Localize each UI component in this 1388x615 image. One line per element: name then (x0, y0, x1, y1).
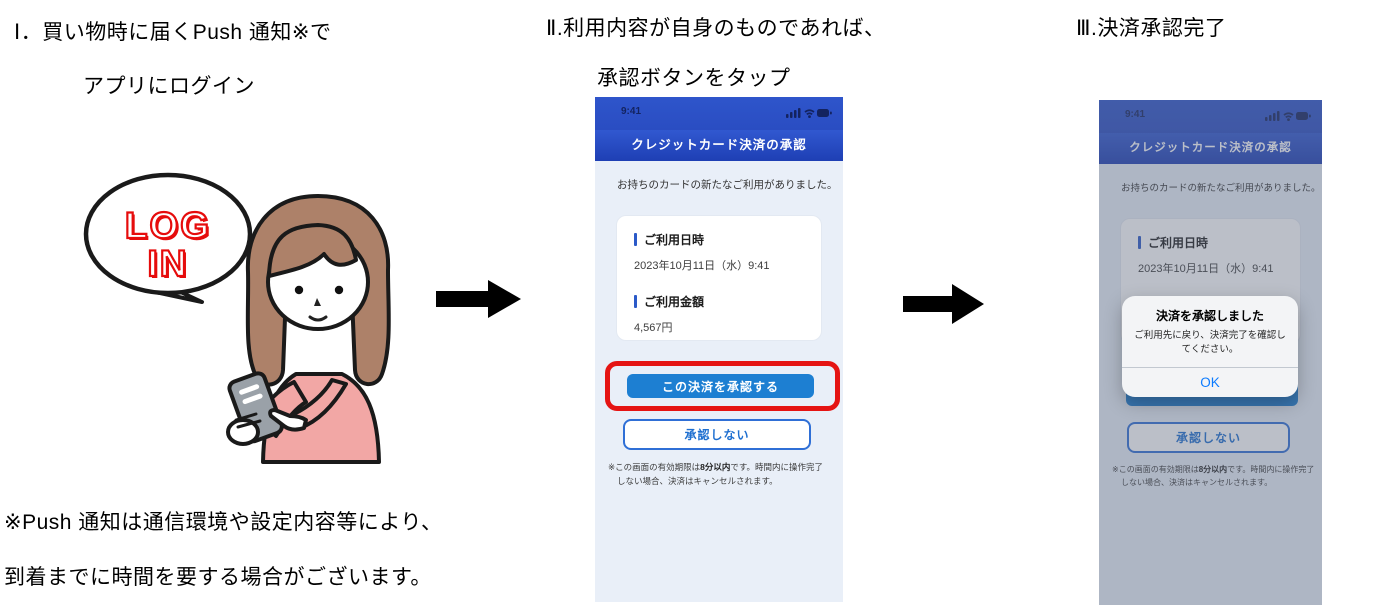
usage-date-label: ご利用日時 (1138, 234, 1283, 251)
phone-mockup-approval: 9:41 クレジットカード決済の承認 お持ちのカードの新たなご利用がありました。… (595, 97, 843, 602)
label-accent-bar (1138, 236, 1141, 249)
step2-heading-line2: 承認ボタンをタップ (597, 67, 791, 90)
usage-date-value: 2023年10月11日（水）9:41 (634, 260, 770, 272)
ok-button[interactable]: OK (1122, 366, 1298, 397)
usage-date-label: ご利用日時 (634, 231, 804, 248)
label-accent-bar (634, 233, 637, 246)
dialog-message: ご利用先に戻り、決済完了を確認してください。 (1134, 330, 1286, 356)
label-accent-bar (634, 295, 637, 308)
svg-text:IN: IN (148, 243, 189, 284)
intro-text: お持ちのカードの新たなご利用がありました。 (1121, 183, 1321, 194)
arrow-right-icon (903, 284, 984, 324)
status-bar: 9:41 (595, 97, 843, 130)
approve-button-highlight: この決済を承認する (605, 361, 840, 411)
decline-button[interactable]: 承認しない (623, 419, 811, 450)
app-header-title: クレジットカード決済の承認 (1099, 133, 1322, 164)
svg-text:IN: IN (150, 245, 191, 286)
app-header-title: クレジットカード決済の承認 (595, 130, 843, 161)
woman-figure (226, 194, 391, 464)
decline-button[interactable]: 承認しない (1127, 422, 1290, 453)
log-in-text: LOG LOG IN IN (124, 204, 213, 286)
phone-mockup-complete: 9:41 クレジットカード決済の承認 お持ちのカードの新たなご利用がありました。… (1099, 100, 1322, 605)
status-time: 9:41 (621, 106, 642, 117)
expiry-note: ※この画面の有効期限は8分以内です。時間内に操作完了 しない場合、決済はキャンセ… (608, 462, 824, 486)
arrow-right-icon (436, 280, 521, 318)
usage-amount-value: 4,567円 (634, 322, 673, 334)
usage-card: ご利用日時 2023年10月11日（水）9:41 ご利用金額 4,567円 (616, 215, 822, 341)
usage-date-value: 2023年10月11日（水）9:41 (1138, 263, 1274, 275)
approve-payment-button[interactable]: この決済を承認する (627, 374, 814, 398)
signal-wifi-battery-icons (1265, 111, 1311, 121)
svg-text:LOG: LOG (127, 207, 213, 248)
page-footnote-line1: ※Push 通知は通信環境や設定内容等により、 (4, 511, 443, 534)
approval-complete-dialog: 決済を承認しました ご利用先に戻り、決済完了を確認してください。 OK (1122, 296, 1298, 397)
login-illustration: LOG LOG IN IN (83, 172, 391, 464)
page-footnote-line2: 到着までに時間を要する場合がございます。 (4, 566, 432, 589)
intro-text: お持ちのカードの新たなご利用がありました。 (617, 179, 838, 191)
expiry-note: ※この画面の有効期限は8分以内です。時間内に操作完了 しない場合、決済はキャンセ… (1112, 465, 1315, 487)
signal-wifi-battery-icons (786, 108, 832, 118)
speech-bubble: LOG LOG IN IN (83, 172, 253, 304)
status-bar: 9:41 (1099, 100, 1322, 133)
step1-heading-line1: Ⅰ．買い物時に届くPush 通知※で (14, 21, 332, 44)
status-time: 9:41 (1125, 109, 1146, 120)
usage-amount-label: ご利用金額 (634, 293, 804, 310)
step2-heading-line1: Ⅱ.利用内容が自身のものであれば、 (546, 17, 886, 40)
step3-heading: Ⅲ.決済承認完了 (1076, 17, 1227, 40)
dialog-title: 決済を承認しました (1155, 309, 1264, 323)
step1-heading-line2: アプリにログイン (83, 75, 255, 98)
svg-text:LOG: LOG (125, 205, 211, 246)
